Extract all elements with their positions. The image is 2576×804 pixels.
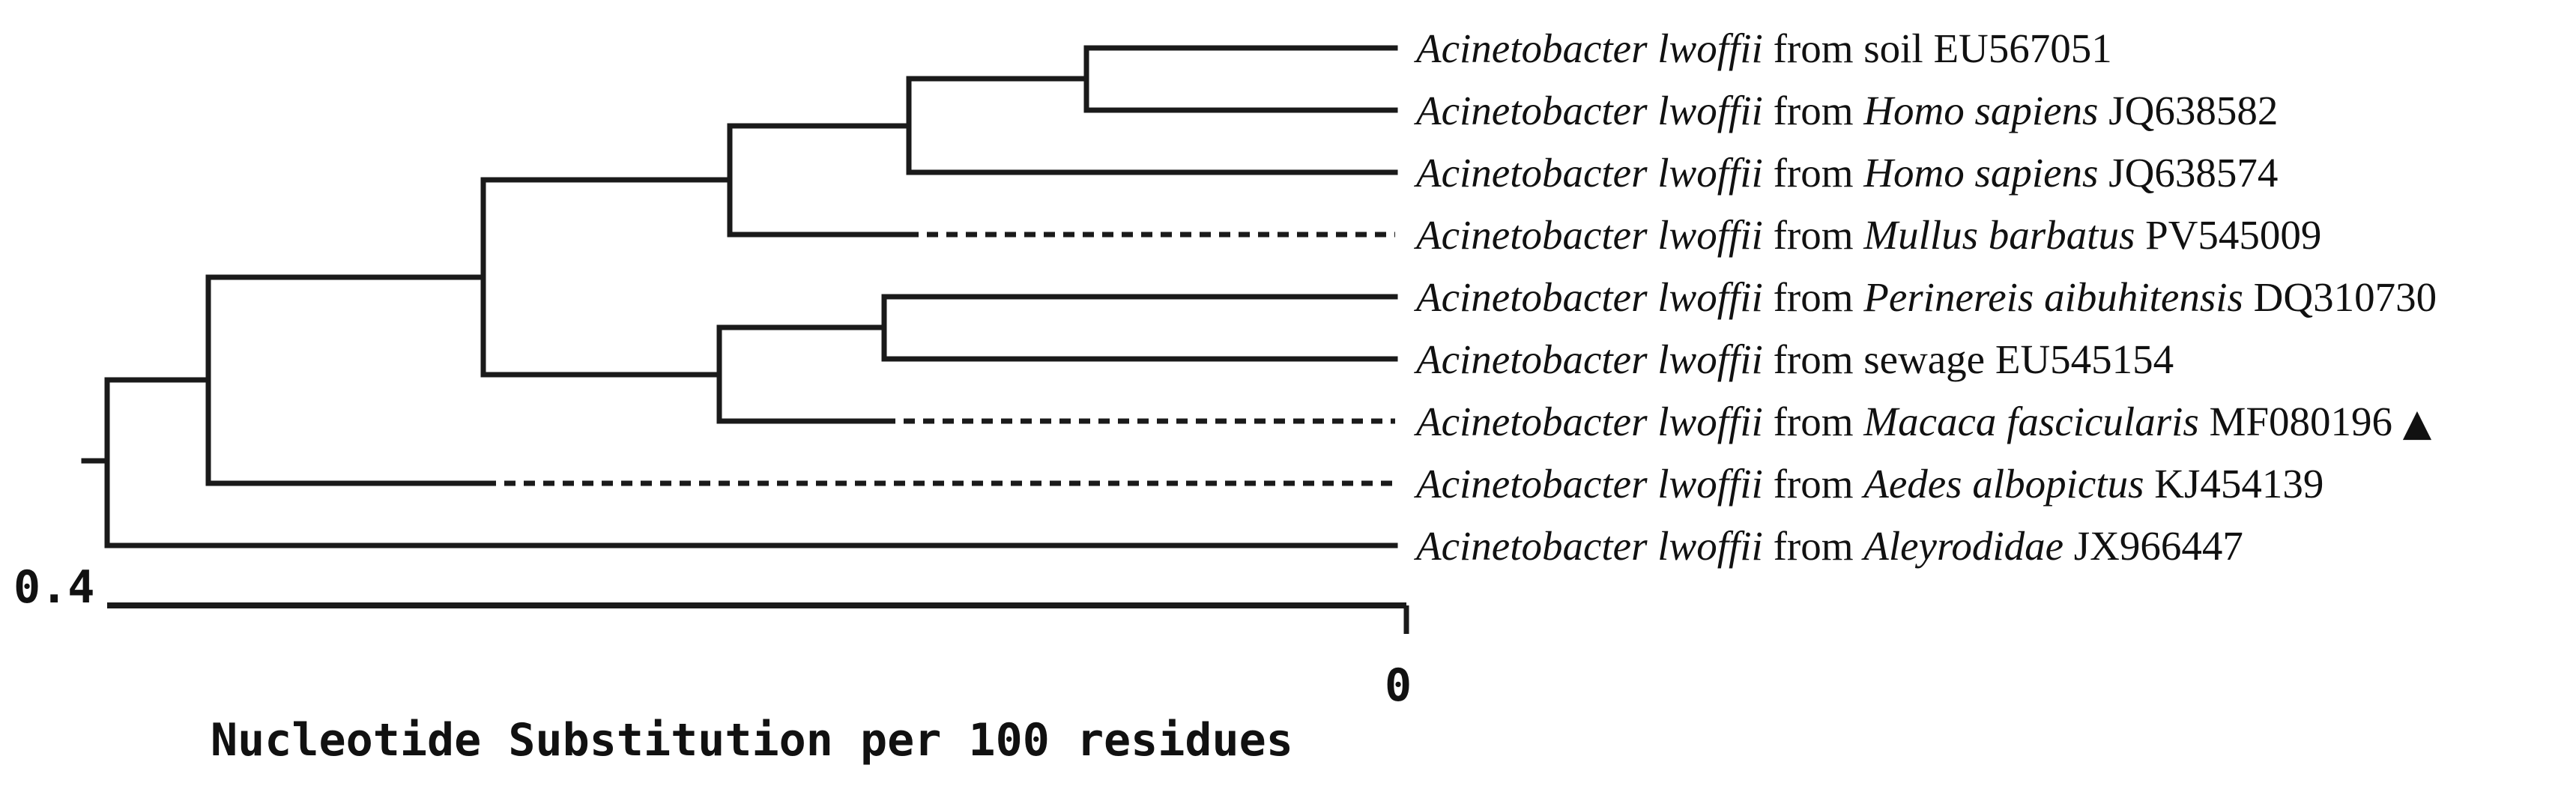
scale-right-tick-label: 0 — [1385, 659, 1412, 712]
scale-axis-title: Nucleotide Substitution per 100 residues — [211, 714, 1293, 767]
leaf-label-row-6: Acinetobacter lwoffii from sewage EU5451… — [1413, 336, 2174, 382]
tree-branches — [81, 45, 1398, 548]
leaf-label-row-9: Acinetobacter lwoffii from Aleyrodidae J… — [1413, 523, 2243, 569]
triangle-marker-icon: ▲ — [2403, 401, 2432, 444]
leaf-label-row-5: Acinetobacter lwoffii from Perinereis ai… — [1413, 274, 2437, 320]
leaf-label-row-2: Acinetobacter lwoffii from Homo sapiens … — [1413, 88, 2278, 133]
scale-bar: 0.4 0 Nucleotide Substitution per 100 re… — [13, 561, 1412, 767]
scale-left-tick-label: 0.4 — [13, 561, 94, 614]
leaf-label-row-1: Acinetobacter lwoffii from soil EU567051 — [1413, 25, 2112, 71]
leaf-label-row-4: Acinetobacter lwoffii from Mullus barbat… — [1413, 212, 2321, 258]
taxa-labels: Acinetobacter lwoffii from soil EU567051… — [1413, 25, 2437, 569]
leaf-label-row-7: Acinetobacter lwoffii from Macaca fascic… — [1413, 399, 2432, 444]
leaf-label-row-3: Acinetobacter lwoffii from Homo sapiens … — [1413, 150, 2278, 196]
leaf-label-row-8: Acinetobacter lwoffii from Aedes albopic… — [1413, 461, 2323, 507]
